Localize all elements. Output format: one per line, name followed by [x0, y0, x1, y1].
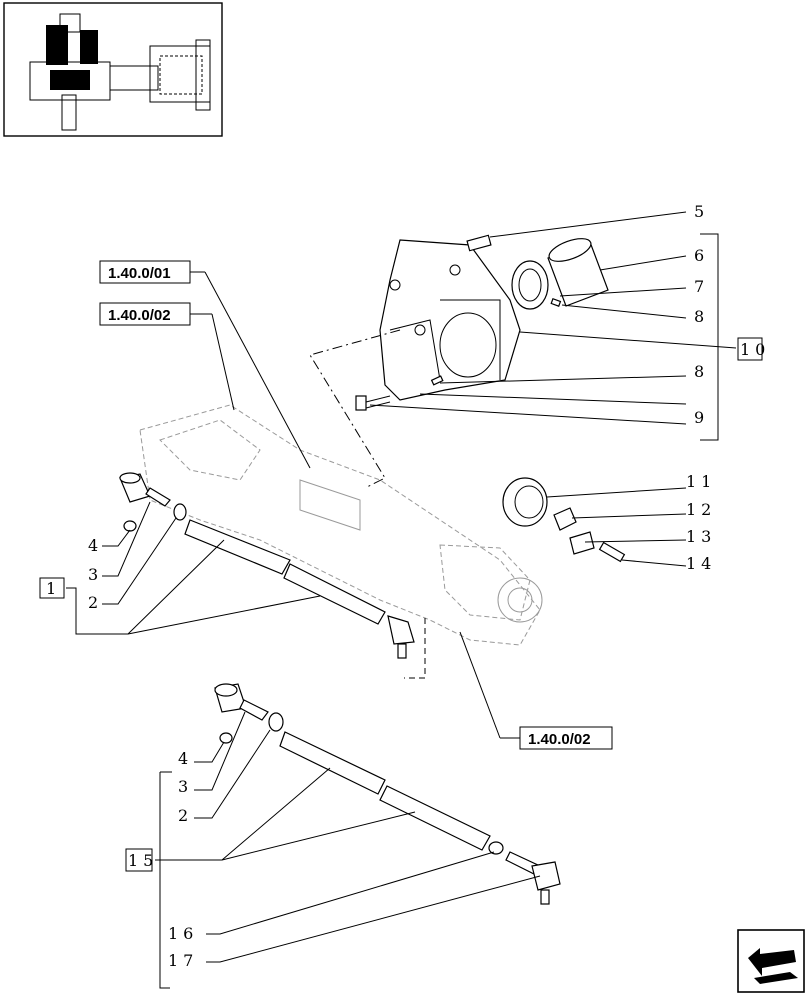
- callout-12: 12: [686, 500, 716, 519]
- callout-13: 13: [686, 527, 716, 546]
- callout-4a: 4: [88, 536, 103, 555]
- reference-box-1[interactable]: 1.40.0/01: [99, 260, 191, 284]
- leader-lines: [66, 211, 737, 989]
- callout-2a: 2: [88, 593, 103, 612]
- callout-3b: 3: [178, 777, 193, 796]
- axle-thumbnail-icon[interactable]: [3, 2, 223, 137]
- callout-11: 11: [686, 472, 716, 491]
- seal-ring: [511, 260, 549, 310]
- callout-5: 5: [694, 202, 709, 221]
- callout-16: 16: [168, 924, 198, 943]
- tie-rod-lower: [214, 683, 561, 905]
- callout-17: 17: [168, 951, 198, 970]
- back-arrow-icon[interactable]: [737, 929, 805, 993]
- bracket-part-13: [569, 531, 595, 555]
- screw-part-5: [466, 234, 492, 252]
- callout-10: 10: [740, 340, 770, 359]
- callout-7: 7: [694, 277, 709, 296]
- reference-box-3[interactable]: 1.40.0/02: [519, 726, 613, 750]
- reference-label-1: 1.40.0/01: [108, 265, 171, 282]
- callout-4b: 4: [178, 749, 193, 768]
- bracket-part-12: [553, 507, 577, 531]
- callout-15: 15: [128, 851, 158, 870]
- screw-part-14: [598, 541, 626, 563]
- bushing-part-6: [547, 238, 609, 307]
- reference-label-2: 1.40.0/02: [108, 307, 171, 324]
- callout-2b: 2: [178, 806, 193, 825]
- callout-8a: 8: [694, 307, 709, 326]
- callout-8b: 8: [694, 362, 709, 381]
- gear-part-11: [502, 477, 548, 527]
- steering-housing: [379, 239, 521, 401]
- reference-label-3: 1.40.0/02: [528, 731, 591, 748]
- reference-box-2[interactable]: 1.40.0/02: [99, 302, 191, 326]
- callout-6: 6: [694, 246, 709, 265]
- callout-1: 1: [46, 579, 61, 598]
- tie-rod-upper: [119, 472, 415, 659]
- axle-housing-outline: [139, 404, 543, 646]
- callout-9: 9: [694, 408, 709, 427]
- callout-14: 14: [686, 554, 716, 573]
- bolt-part-9: [355, 395, 391, 411]
- callout-3a: 3: [88, 565, 103, 584]
